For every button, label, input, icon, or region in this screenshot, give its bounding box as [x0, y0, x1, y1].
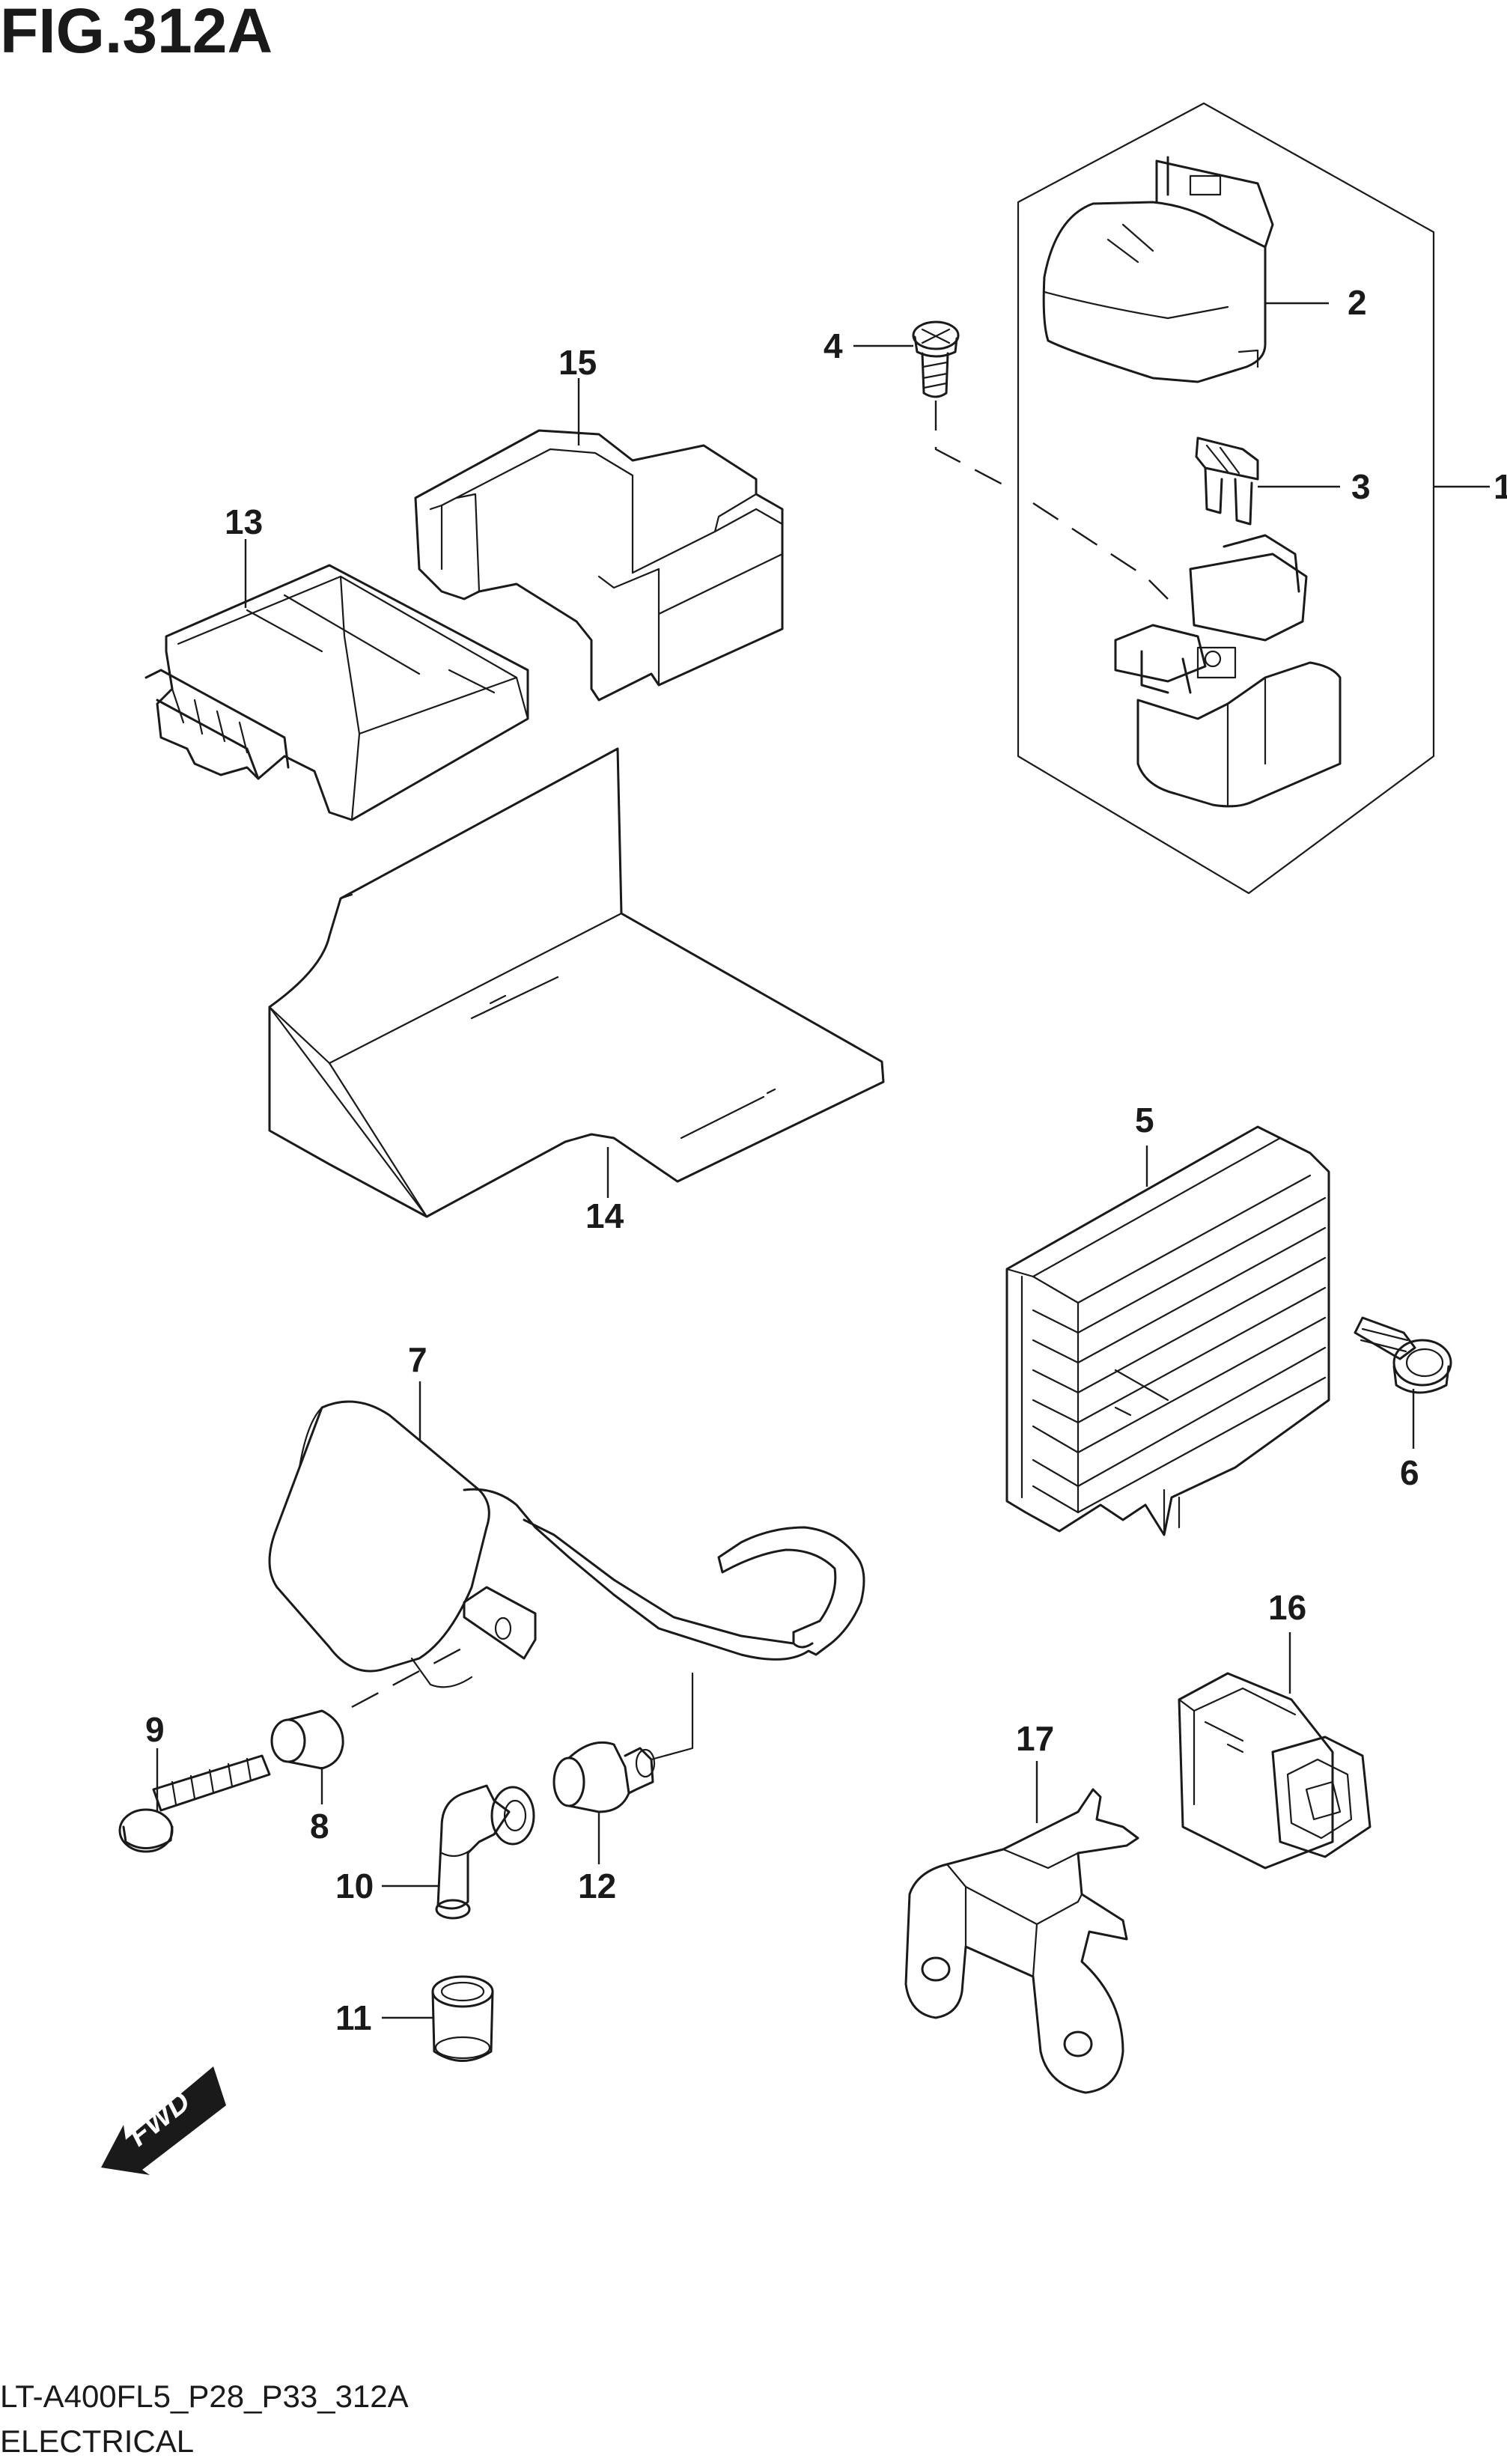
starter-relay-body[interactable]: [1114, 534, 1342, 808]
leader-lines: [156, 302, 1490, 2019]
footer-section: ELECTRICAL: [0, 2424, 194, 2459]
ecm-cover-icon[interactable]: [414, 429, 784, 702]
plug-cap-icon-10[interactable]: [435, 1784, 535, 1920]
callout-13: 13: [225, 502, 263, 541]
footer-code: LT-A400FL5_P28_P33_312A: [0, 2379, 409, 2414]
relay-cover-icon[interactable]: [1042, 156, 1274, 383]
callout-10: 10: [335, 1867, 374, 1905]
bolt-icon-6[interactable]: [1354, 1316, 1452, 1394]
callout-16: 16: [1268, 1588, 1306, 1627]
callout-12: 12: [578, 1867, 616, 1905]
callout-2: 2: [1348, 283, 1367, 322]
callout-1: 1: [1494, 467, 1507, 506]
callout-11: 11: [335, 1998, 372, 2037]
ignition-coil-icon[interactable]: [268, 1400, 865, 1688]
plug-cap-icon-12[interactable]: [552, 1741, 656, 1813]
callout-9: 9: [145, 1710, 165, 1749]
assembly-1-boundary: [1017, 102, 1435, 895]
callout-17: 17: [1016, 1719, 1054, 1758]
figure-title: FIG.312A: [0, 0, 273, 66]
screw-icon[interactable]: [912, 320, 960, 398]
callout-14: 14: [585, 1196, 624, 1235]
connector-icon[interactable]: [1178, 1672, 1371, 1870]
callout-4: 4: [823, 326, 843, 365]
regulator-rectifier-icon[interactable]: [1005, 1125, 1330, 1536]
bolt-icon-9[interactable]: [118, 1754, 271, 1853]
coil-bolt-install-line: [351, 1646, 465, 1709]
cap-cover-icon[interactable]: [431, 1975, 494, 2062]
callout-8: 8: [310, 1807, 329, 1846]
spacer-icon[interactable]: [270, 1709, 344, 1770]
bracket-icon[interactable]: [904, 1788, 1139, 2094]
callout-6: 6: [1400, 1453, 1419, 1492]
ecm-unit-icon[interactable]: [144, 564, 529, 821]
callout-3: 3: [1351, 467, 1371, 506]
screw-install-line: [934, 401, 1008, 488]
callout-labels: 1 2 3 4 5 6 7 8 9 10 11 12 13 14 15 16 1…: [145, 283, 1507, 2037]
fuse-icon[interactable]: [1195, 436, 1259, 526]
callout-5: 5: [1135, 1101, 1154, 1140]
fwd-arrow-icon: FWD: [101, 2066, 226, 2175]
callout-7: 7: [408, 1340, 427, 1379]
callout-15: 15: [558, 343, 597, 382]
coil-wire-lead: [650, 1672, 694, 1761]
screw-install-line-2: [1032, 502, 1169, 600]
bracket-plate-icon[interactable]: [268, 747, 885, 1218]
